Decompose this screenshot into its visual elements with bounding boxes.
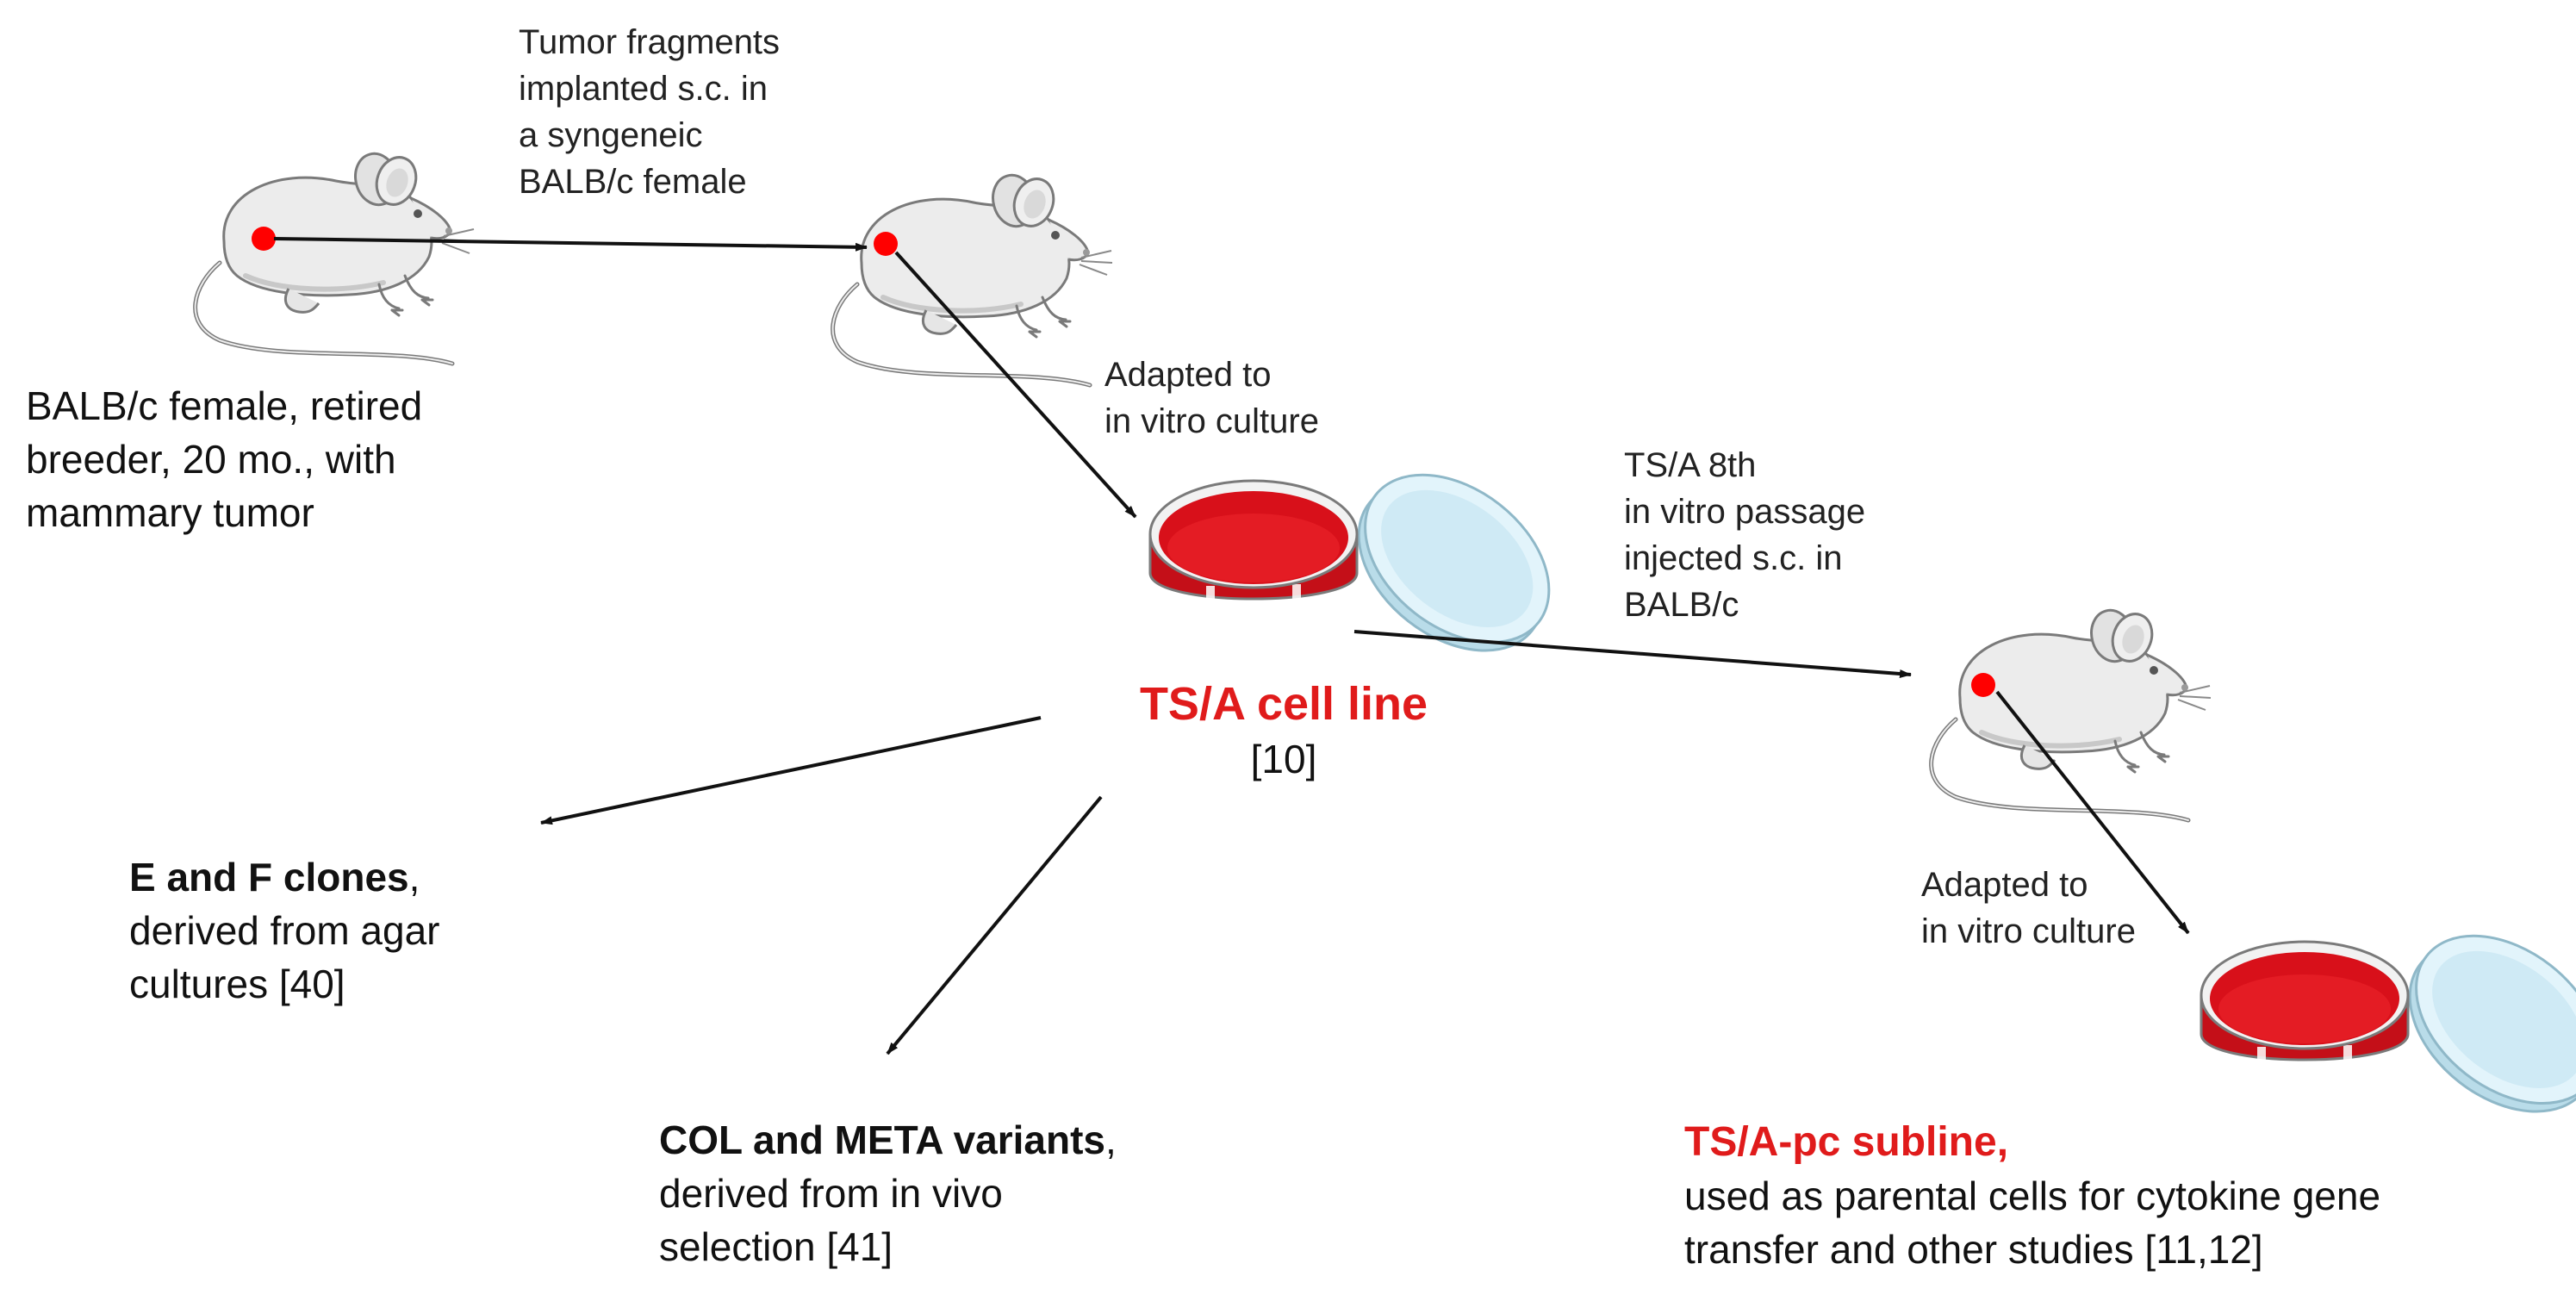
- label-line: a syngeneic: [519, 116, 703, 154]
- mouse-icon: [196, 149, 475, 364]
- ts-a-cell-line-label: TS/A cell line [10]: [1129, 675, 1439, 786]
- label-line: in vitro culture: [1921, 912, 2136, 950]
- arrow-adapt-2: [1995, 690, 2190, 935]
- label-line: mammary tumor: [26, 490, 314, 535]
- label-line: Tumor fragments: [519, 23, 781, 61]
- label-line: BALB/c: [1624, 586, 1739, 624]
- col-meta-label: COL and META variants, derived from in v…: [659, 1113, 1117, 1273]
- label-line: implanted s.c. in: [519, 70, 768, 108]
- label-line: BALB/c female, retired: [26, 383, 423, 428]
- label-line: Adapted to: [1104, 356, 1272, 394]
- variants-title-tail: ,: [1105, 1117, 1117, 1162]
- label-line: breeder, 20 mo., with: [26, 437, 396, 482]
- mouse-icon: [1932, 606, 2211, 820]
- e-f-clones-label: E and F clones, derived from agar cultur…: [129, 850, 440, 1011]
- tumor-dot-icon: [252, 227, 276, 251]
- arrow-variants: [886, 795, 1103, 1055]
- label-line: BALB/c female: [519, 163, 747, 201]
- mouse-icon: [833, 171, 1112, 385]
- cell-line-ref: [10]: [1250, 737, 1317, 781]
- label-line: cultures [40]: [129, 962, 345, 1006]
- label-line: in vitro passage: [1624, 493, 1866, 531]
- arrow-adapt-1: [894, 251, 1137, 519]
- arrow-passage: [1353, 630, 1912, 678]
- tumor-dot-icon: [1971, 673, 1995, 697]
- petri-dish-icon: [2200, 900, 2576, 1148]
- petri-dish-icon: [1148, 439, 1583, 687]
- label-line: derived from agar: [129, 908, 440, 953]
- arrow-clones: [540, 716, 1042, 825]
- tumor-dot-icon: [874, 232, 898, 256]
- label-line: injected s.c. in: [1624, 539, 1843, 577]
- label-line: selection [41]: [659, 1224, 893, 1269]
- ts-a-pc-label: TS/A-pc subline, used as parental cells …: [1684, 1116, 2380, 1276]
- arrow-implant: [273, 237, 868, 252]
- donor-label: BALB/c female, retired breeder, 20 mo., …: [26, 379, 422, 539]
- label-line: Adapted to: [1921, 866, 2088, 904]
- clones-title: E and F clones: [129, 855, 409, 899]
- passage-label: TS/A 8th in vitro passage injected s.c. …: [1624, 442, 1865, 628]
- variants-title: COL and META variants: [659, 1117, 1106, 1162]
- cell-line-title: TS/A cell line: [1139, 678, 1428, 730]
- label-line: derived from in vivo: [659, 1171, 1003, 1216]
- label-line: TS/A 8th: [1624, 446, 1757, 484]
- adapted-label-2: Adapted to in vitro culture: [1921, 862, 2136, 955]
- label-line: used as parental cells for cytokine gene: [1684, 1173, 2381, 1218]
- clones-title-tail: ,: [408, 855, 420, 899]
- subline-title: TS/A-pc subline,: [1684, 1119, 2009, 1165]
- label-line: in vitro culture: [1104, 402, 1319, 440]
- label-line: transfer and other studies [11,12]: [1684, 1227, 2263, 1272]
- tumor-fragments-label: Tumor fragments implanted s.c. in a syng…: [519, 19, 780, 205]
- adapted-label-1: Adapted to in vitro culture: [1104, 352, 1319, 445]
